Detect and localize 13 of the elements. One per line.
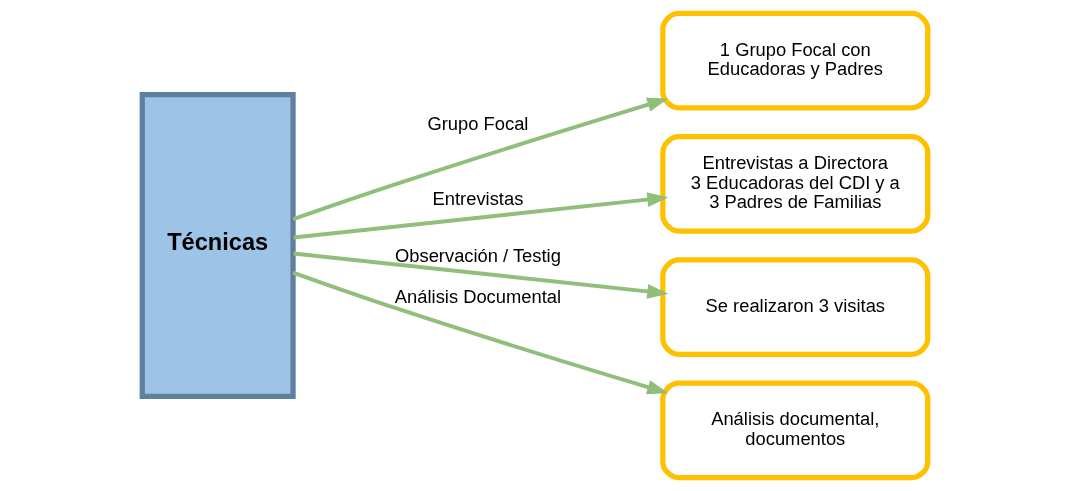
node-box: Se realizaron 3 visitas [660,257,931,357]
edge-label: Observación / Testig [395,244,561,266]
edge-label: Análisis Documental [394,286,562,308]
node-box: 1 Grupo Focal con Educadoras y Padres [660,10,931,111]
edge-label: Entrevistas [432,188,524,210]
node-box: Técnicas [139,92,296,399]
arrow [292,97,669,222]
edge-label: Grupo Focal [427,113,529,135]
node-box: Análisis documental, documentos [660,380,931,481]
arrow [292,270,669,395]
arrow [293,251,669,299]
node-box: Entrevistas a Directora 3 Educadoras del CDI y a 3 Padres de Familias [660,134,931,234]
arrow [293,192,669,240]
